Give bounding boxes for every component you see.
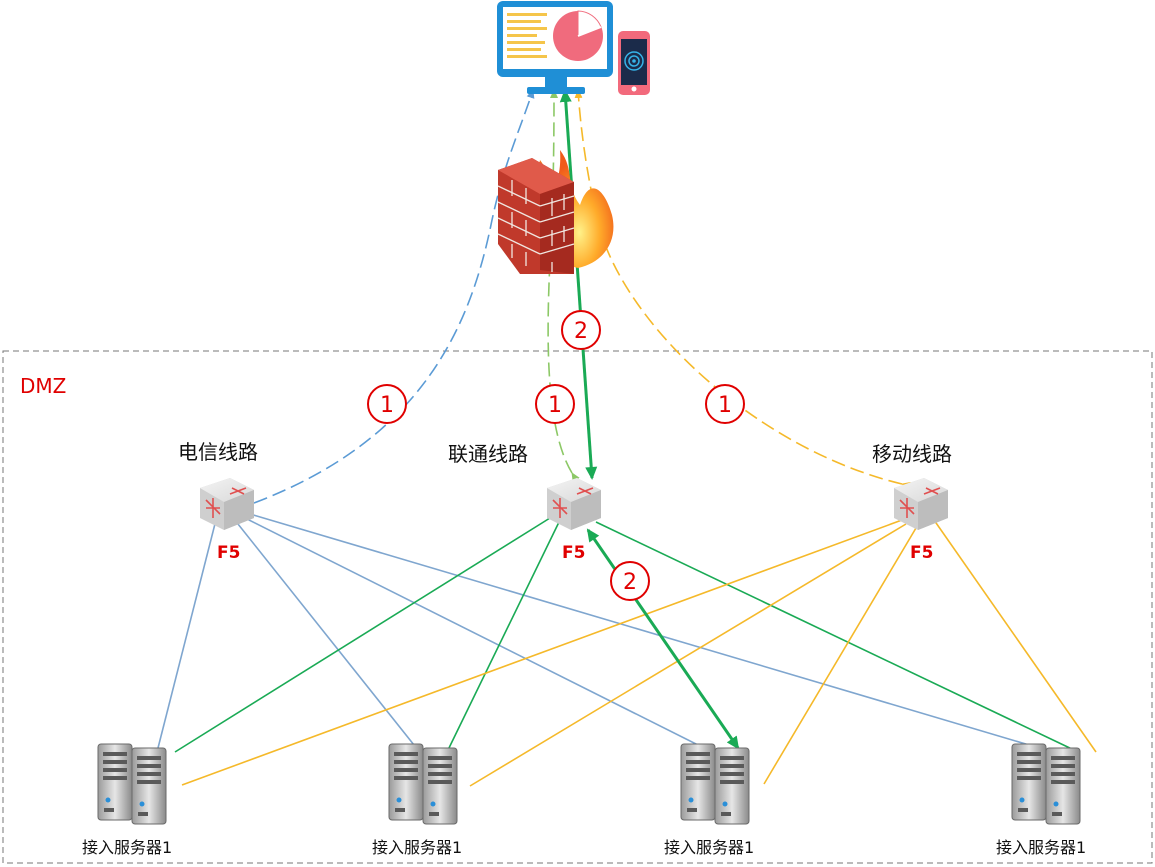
dmz-zone [2, 350, 1153, 864]
step-marker: 1 [535, 384, 575, 424]
lightgreen-dashed-path [547, 89, 580, 482]
server-icon [680, 743, 750, 825]
step-marker: 2 [610, 561, 650, 601]
server-label: 接入服务器1 [82, 838, 172, 857]
server-label: 接入服务器1 [996, 838, 1086, 857]
server-icon [1011, 743, 1081, 825]
smartphone-icon [618, 31, 650, 95]
step-marker: 2 [561, 310, 601, 350]
svg-text:1: 1 [380, 393, 394, 418]
f5-switch-icon [200, 478, 254, 530]
f5-switch-icon [894, 478, 948, 530]
svg-text:2: 2 [623, 570, 637, 595]
step-marker: 1 [367, 384, 407, 424]
blue-dashed-path [245, 89, 535, 510]
yellow-dashed-path [574, 89, 911, 490]
svg-text:2: 2 [574, 319, 588, 344]
line-label-unicom: 联通线路 [448, 442, 528, 466]
server-label: 接入服务器1 [664, 838, 754, 857]
line-label-telecom: 电信线路 [178, 440, 258, 464]
svg-text:1: 1 [548, 393, 562, 418]
f5-switch-icon [547, 478, 601, 530]
svg-text:1: 1 [718, 393, 732, 418]
server-icon [97, 743, 167, 825]
firewall-icon [497, 150, 614, 274]
monitor-chart-icon [497, 1, 613, 94]
f5-label: F5 [562, 543, 585, 563]
server-label: 接入服务器1 [372, 838, 462, 857]
f5-label: F5 [217, 543, 240, 563]
f5-label: F5 [910, 543, 933, 563]
servers-layer [97, 743, 1081, 825]
green-solid-path-upper [559, 89, 598, 480]
server-icon [388, 743, 458, 825]
green-links [174, 517, 1075, 753]
green-solid-path-lower [586, 528, 740, 750]
line-label-mobile: 移动线路 [872, 442, 952, 466]
yellow-links [181, 519, 1097, 787]
step-marker: 1 [705, 384, 745, 424]
dmz-label: DMZ [20, 374, 66, 398]
